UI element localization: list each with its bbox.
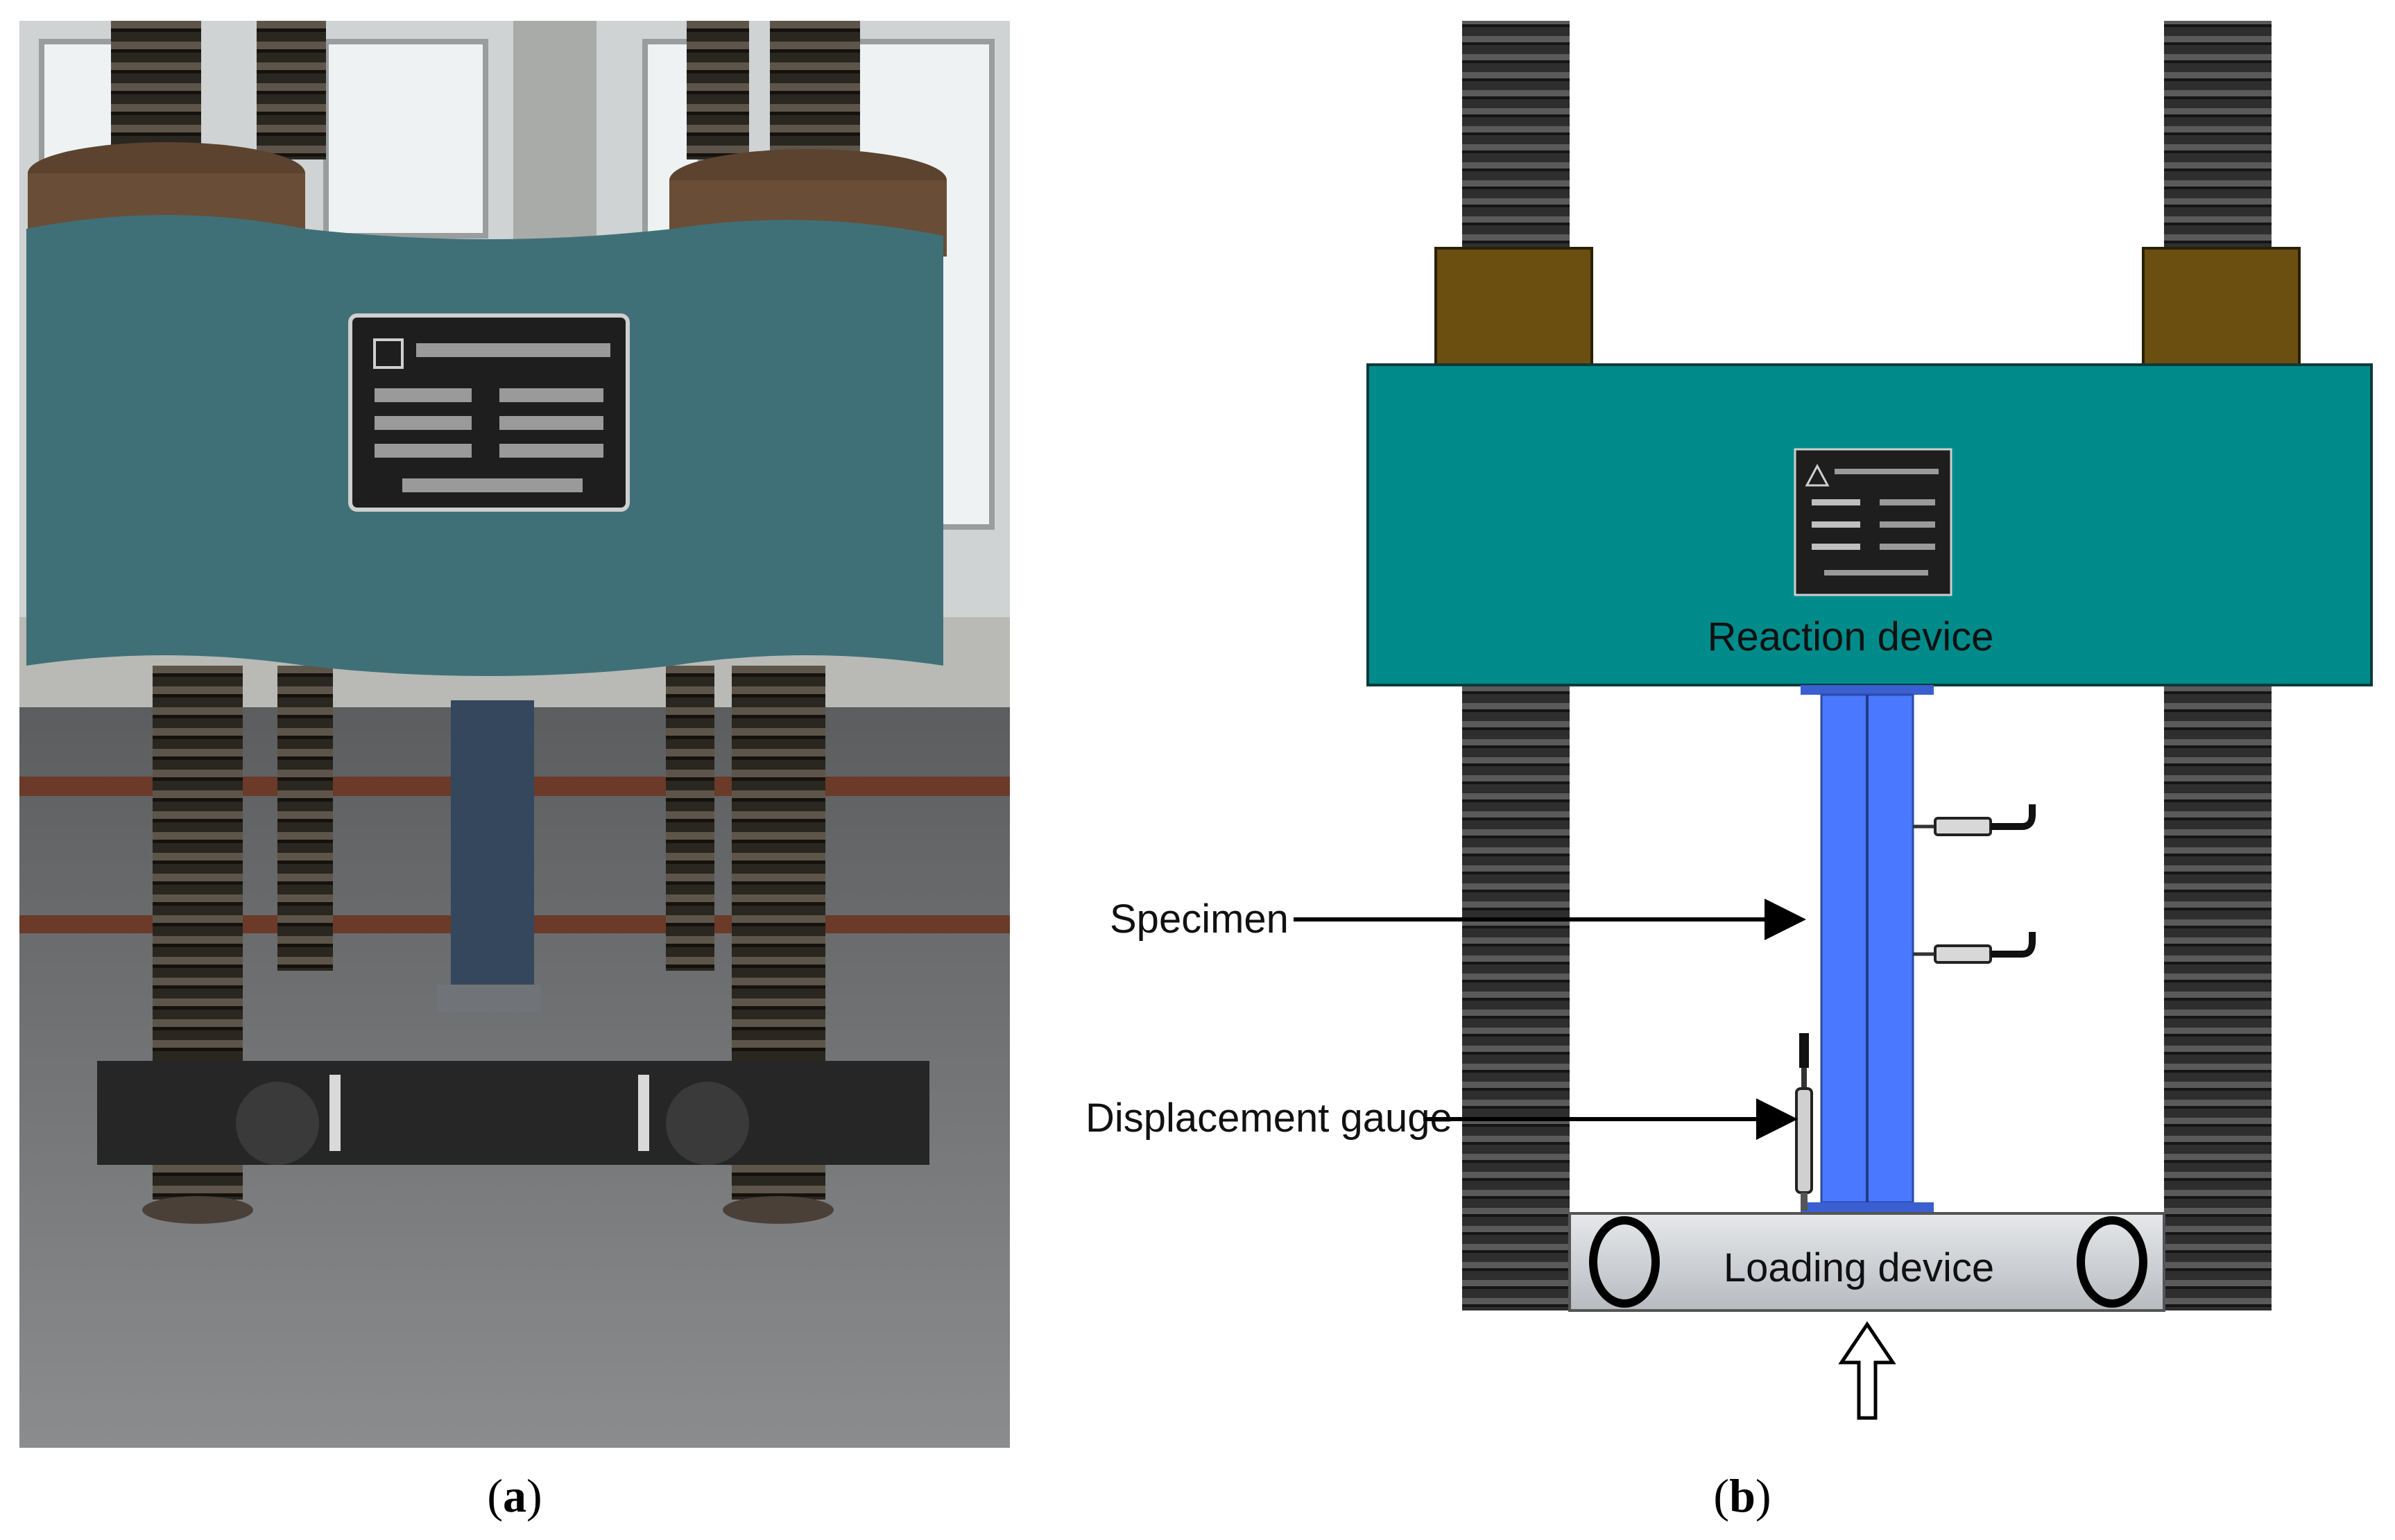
specimen-top-plate [1801,685,1934,695]
displacement-gauge [1795,1033,1813,1211]
diagram-nameplate [1794,448,1952,596]
label-reaction-device: Reaction device [1708,614,1994,659]
panel-a-photo [19,21,1010,1448]
label-loading-device: Loading device [1724,1245,1994,1290]
gauge-lower [1913,932,2036,964]
loading-device [1568,1212,2165,1312]
left-column-lower [1462,683,1570,1310]
panel-b-diagram: Reaction device Loading device [1085,21,2373,1420]
right-column-lower [2164,683,2272,1310]
specimen-bottom-plate [1801,1202,1934,1212]
gauge-upper [1913,804,2036,836]
load-arrow-icon [1838,1321,1896,1420]
right-roller [2077,1216,2147,1308]
right-nut [2142,247,2301,366]
caption-a: (a) [487,1469,542,1522]
left-roller [1589,1216,1660,1308]
label-specimen: Specimen [1110,897,1289,942]
label-displacement-gauge: Displacement gauge [1085,1096,1452,1141]
left-nut [1434,247,1593,366]
machine-nameplate [348,313,630,512]
caption-b: (b) [1713,1469,1771,1522]
